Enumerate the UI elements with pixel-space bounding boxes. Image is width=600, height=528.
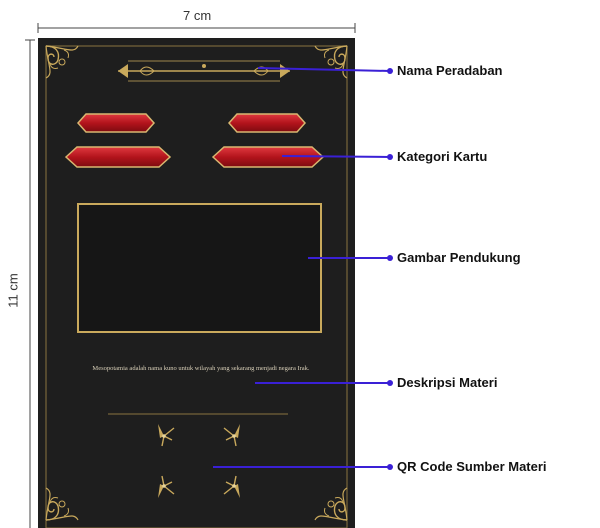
category-banner-1 [78,114,154,132]
callout-label-supporting-image: Gambar Pendukung [397,250,521,265]
callout-label-qr-code: QR Code Sumber Materi [397,459,547,474]
callout-label-material-description: Deskripsi Materi [397,375,497,390]
height-dimension-line [25,40,35,528]
category-banner-2 [229,114,305,132]
supporting-image-frame [78,204,321,332]
callout-label-card-category: Kategori Kartu [397,149,487,164]
category-banner-3 [66,147,170,167]
width-dimension-line [38,23,355,33]
callout-label-civilization-name: Nama Peradaban [397,63,503,78]
card-description-text: Mesopotamia adalah nama kuno untuk wilay… [50,364,352,373]
